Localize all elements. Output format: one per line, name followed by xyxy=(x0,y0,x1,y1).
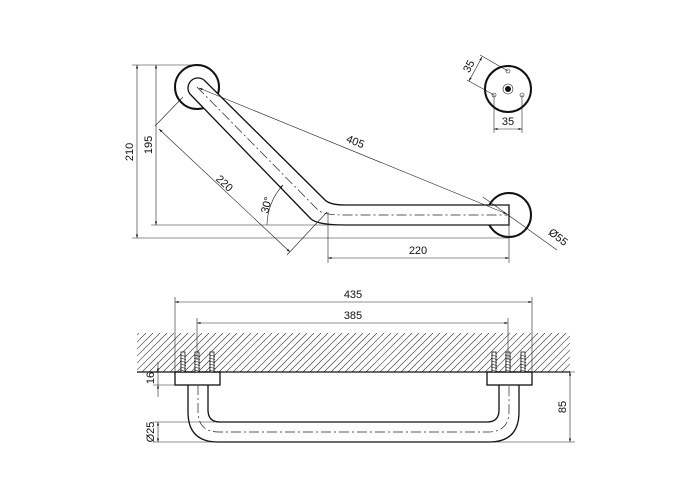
hatch-line xyxy=(428,333,469,372)
hatch-line xyxy=(533,335,570,372)
hatch-line xyxy=(302,333,343,372)
wall-anchor xyxy=(504,351,512,373)
hatch-line xyxy=(365,333,406,372)
mounting-plate-left xyxy=(174,371,221,386)
hatch-line xyxy=(618,333,657,372)
hatch-line xyxy=(372,333,413,372)
hatch-line xyxy=(400,333,441,372)
dim-195: 195 xyxy=(143,136,155,154)
wall-anchor xyxy=(179,351,187,373)
hatch-line xyxy=(463,333,504,372)
hatch-line xyxy=(484,333,525,372)
hatch-line xyxy=(604,333,643,372)
hatch-line xyxy=(526,333,567,372)
hatch-line xyxy=(358,333,399,372)
hatch-line xyxy=(274,333,315,372)
hatch-line xyxy=(583,333,622,372)
hatch-line xyxy=(137,333,140,336)
hatch-line xyxy=(309,333,350,372)
hatch-line xyxy=(393,333,434,372)
hatch-line xyxy=(470,333,511,372)
hatch-line xyxy=(137,333,154,350)
dim-diameter-55: Ø55 xyxy=(546,227,570,249)
hatch-line xyxy=(137,333,168,364)
hatch-line xyxy=(253,333,294,372)
hatch-line xyxy=(386,333,427,372)
top-view: 210 195 220 30° 405 220 Ø55 xyxy=(124,64,570,263)
hatch-line xyxy=(232,333,273,372)
hatch-line xyxy=(547,349,570,372)
hatch-line xyxy=(442,333,483,372)
hatch-line xyxy=(288,333,329,372)
hatch-line xyxy=(239,333,280,372)
hatch-line xyxy=(260,333,301,372)
hatch-line xyxy=(477,333,518,372)
hatch-line xyxy=(407,333,448,372)
wall-hatch xyxy=(137,333,657,372)
hatch-line xyxy=(561,363,570,372)
hatch-line xyxy=(267,333,308,372)
hatch-line xyxy=(281,333,322,372)
hatch-line xyxy=(225,333,266,372)
hatch-line xyxy=(491,333,532,372)
hatch-line xyxy=(505,333,546,372)
hatch-line xyxy=(456,333,497,372)
dim-210: 210 xyxy=(124,143,136,161)
hatch-line xyxy=(316,333,357,372)
hatch-line xyxy=(568,370,570,372)
wall-anchor xyxy=(490,351,498,373)
hatch-line xyxy=(414,333,455,372)
hatch-line xyxy=(519,333,560,372)
hatch-line xyxy=(218,333,259,372)
dim-220-straight: 220 xyxy=(409,245,427,257)
dim-85: 85 xyxy=(557,401,569,413)
grab-bar-tube xyxy=(187,385,520,443)
dim-35-horizontal: 35 xyxy=(502,116,514,128)
dim-diameter-25: Ø25 xyxy=(145,422,157,443)
hatch-line xyxy=(498,333,539,372)
hatch-line xyxy=(576,333,615,372)
hatch-line xyxy=(246,333,287,372)
dim-385: 385 xyxy=(344,310,362,322)
wall-anchor xyxy=(208,351,216,373)
hatch-line xyxy=(449,333,490,372)
hatch-line xyxy=(211,333,252,372)
hatch-line xyxy=(197,333,238,372)
dim-16: 16 xyxy=(145,372,157,384)
dim-angle-30: 30° xyxy=(259,196,275,215)
hatch-line xyxy=(183,333,224,372)
hatch-line xyxy=(330,333,371,372)
rosette-detail: 35 35 xyxy=(461,54,532,133)
angled-tube xyxy=(187,77,510,226)
hatch-line xyxy=(295,333,336,372)
hatch-line xyxy=(512,333,553,372)
dim-35-vertical: 35 xyxy=(461,58,477,74)
hatch-line xyxy=(137,333,147,343)
wall-anchors xyxy=(179,351,527,373)
hatch-line xyxy=(141,333,182,372)
hatch-line xyxy=(344,333,385,372)
hatch-line xyxy=(435,333,476,372)
hatch-line xyxy=(421,333,462,372)
hatch-line xyxy=(379,333,420,372)
hatch-line xyxy=(597,333,636,372)
hatch-line xyxy=(137,333,175,371)
hatch-line xyxy=(155,333,196,372)
hatch-line xyxy=(137,333,161,357)
dim-220-angled: 220 xyxy=(213,173,235,194)
hatch-line xyxy=(323,333,364,372)
side-view: 435 385 16 Ø25 85 xyxy=(137,289,657,443)
dim-435: 435 xyxy=(344,289,362,301)
mounting-plate-right xyxy=(486,371,533,386)
wall-anchor xyxy=(519,351,527,373)
hatch-line xyxy=(554,356,570,372)
hatch-line xyxy=(540,342,570,372)
hatch-line xyxy=(351,333,392,372)
hatch-line xyxy=(590,333,629,372)
screw-hole xyxy=(505,68,511,74)
hatch-line xyxy=(337,333,378,372)
hatch-line xyxy=(169,333,210,372)
hatch-line xyxy=(611,333,650,372)
hatch-line xyxy=(148,333,189,372)
